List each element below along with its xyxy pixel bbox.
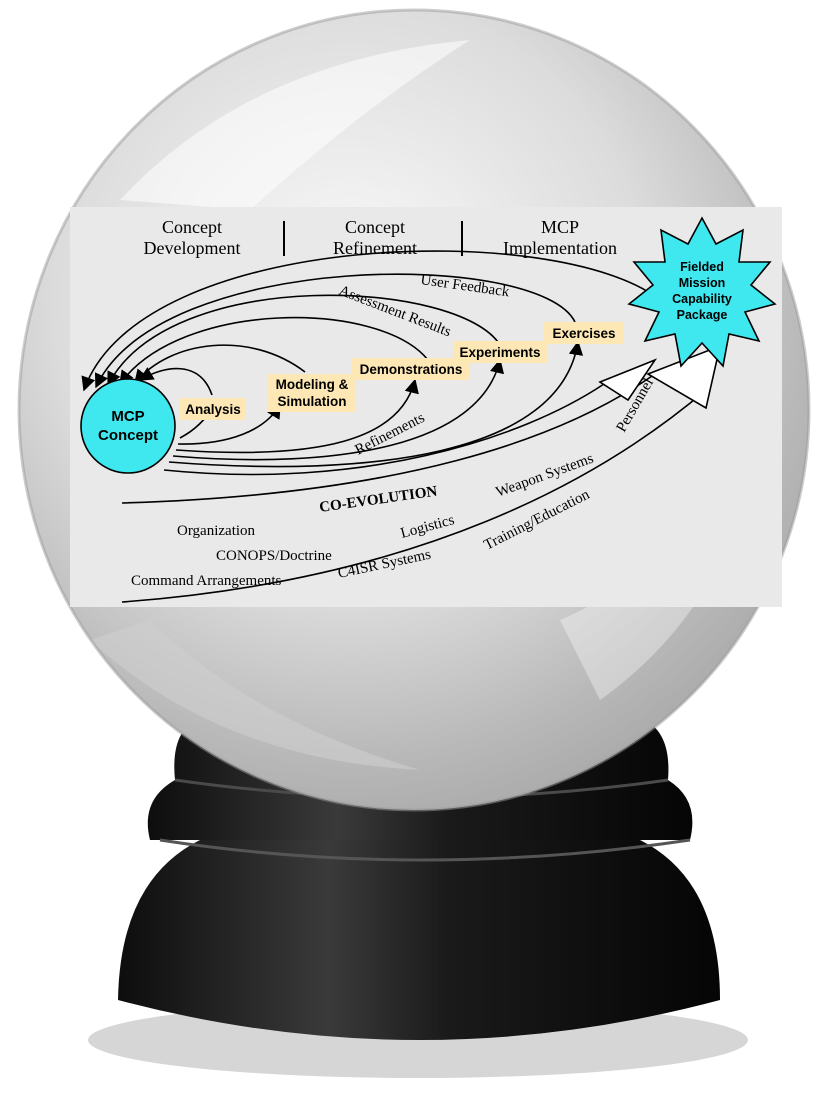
stage-experiments-label: Experiments	[459, 345, 540, 360]
concept-label-2: Concept	[98, 427, 158, 444]
stage-boxes: Analysis Modeling & Simulation Demonstra…	[180, 322, 624, 420]
goal-label-4: Package	[677, 308, 728, 322]
stage-modeling-label-2: Simulation	[277, 394, 346, 409]
stage-experiments-box	[453, 341, 547, 363]
stage-demonstrations-label: Demonstrations	[360, 362, 463, 377]
stage-exercises-label: Exercises	[552, 326, 615, 341]
goal-label-3: Capability	[672, 292, 732, 306]
feedback-loops	[81, 250, 661, 396]
phase-1-line1: Concept	[162, 217, 222, 237]
forward-flows	[168, 340, 584, 468]
stage-analysis-box	[180, 398, 246, 420]
phase-2-line1: Concept	[345, 217, 405, 237]
phase-3-line2: Implementation	[503, 238, 617, 258]
stage-demonstrations-box	[352, 358, 470, 380]
stage-analysis-label: Analysis	[185, 402, 241, 417]
mcp-concept-node: MCP Concept	[80, 378, 176, 474]
coevolution-bands	[121, 344, 722, 603]
fielded-package-node: Fielded Mission Capability Package	[627, 216, 777, 368]
stage-modeling-box	[268, 374, 356, 412]
command-arrangements-label: Command Arrangements	[131, 573, 282, 589]
goal-label-2: Mission	[679, 276, 726, 290]
conops-doctrine-label: CONOPS/Doctrine	[216, 548, 332, 564]
phase-2-line2: Refinement	[333, 238, 417, 258]
phase-1-line2: Development	[144, 238, 241, 258]
goal-label-1: Fielded	[680, 260, 724, 274]
organization-label: Organization	[177, 523, 256, 539]
stage-modeling-label-1: Modeling &	[276, 377, 349, 392]
phase-headers: Concept Development Concept Refinement M…	[144, 217, 617, 258]
stage-exercises-box	[544, 322, 624, 344]
concept-label-1: MCP	[111, 408, 144, 425]
phase-3-line1: MCP	[541, 217, 579, 237]
